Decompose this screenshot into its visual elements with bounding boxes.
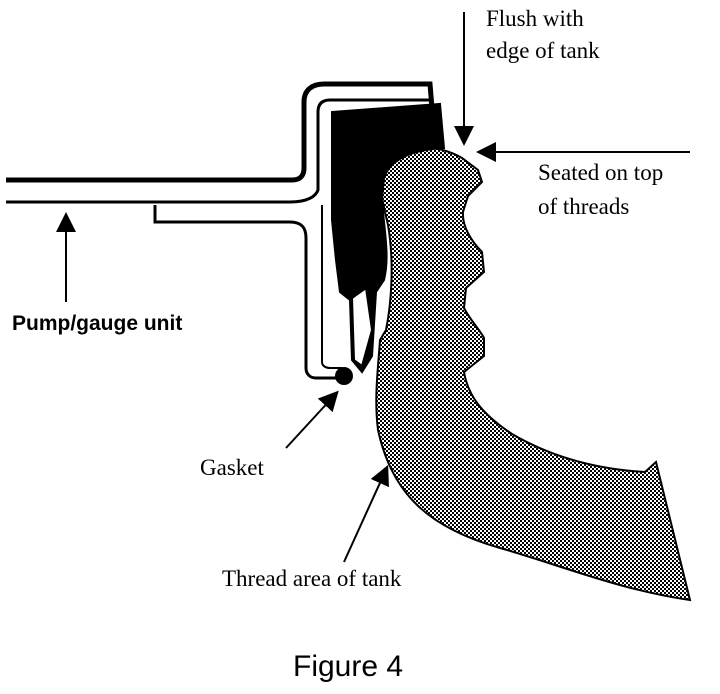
arrow-thread — [343, 464, 389, 563]
pump-housing-lower-inner — [321, 205, 342, 369]
tank-thread-area — [375, 145, 692, 602]
gasket-shape — [335, 367, 353, 385]
label-seated-line2: of threads — [538, 194, 630, 219]
label-flush-line2: edge of tank — [486, 38, 600, 63]
gasket-lip — [350, 286, 374, 368]
label-flush-line1: Flush with — [486, 6, 584, 31]
pump-housing-inner-line — [6, 98, 432, 204]
label-pump-gauge: Pump/gauge unit — [12, 312, 183, 335]
label-seated-line1: Seated on top — [538, 160, 664, 185]
label-gasket: Gasket — [200, 455, 264, 480]
figure-caption: Figure 4 — [293, 650, 404, 683]
pump-housing-lower-outline — [153, 205, 342, 380]
arrow-gasket — [285, 390, 339, 449]
label-thread-area: Thread area of tank — [222, 566, 402, 591]
pump-housing-outer-line — [6, 81, 435, 183]
